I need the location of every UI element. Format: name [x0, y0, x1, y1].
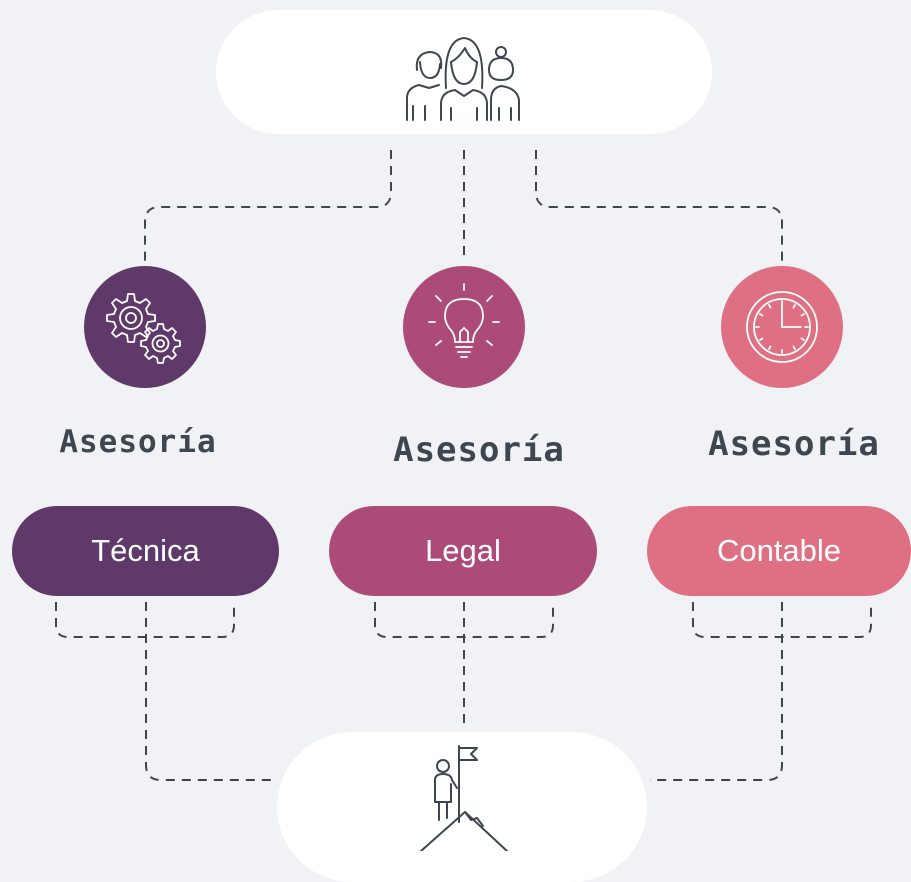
pill-tecnica: Técnica: [12, 506, 279, 596]
top-node: [216, 10, 712, 134]
pill-contable: Contable: [647, 506, 911, 596]
connector-lines: [55, 150, 872, 781]
heading-legal: Asesoría: [393, 430, 565, 470]
connector-contable-bottom: [650, 602, 783, 781]
lightbulb-icon: [428, 283, 500, 358]
heading-contable: Asesoría: [708, 424, 880, 464]
bottom-node: [277, 732, 647, 882]
circle-legal: [403, 266, 525, 388]
circle-contable: [721, 266, 843, 388]
circle-tecnica: [84, 266, 206, 388]
person-flag-summit-icon: [420, 745, 508, 851]
pill-legal: Legal: [329, 506, 597, 596]
connector-top-left: [144, 150, 392, 262]
team-group-icon: [406, 37, 520, 121]
connector-top-right: [535, 150, 783, 262]
clock-icon: [746, 291, 818, 363]
connector-tecnica-bottom: [145, 602, 277, 781]
gears-icon: [106, 293, 181, 364]
heading-tecnica: Asesoría: [59, 424, 217, 460]
